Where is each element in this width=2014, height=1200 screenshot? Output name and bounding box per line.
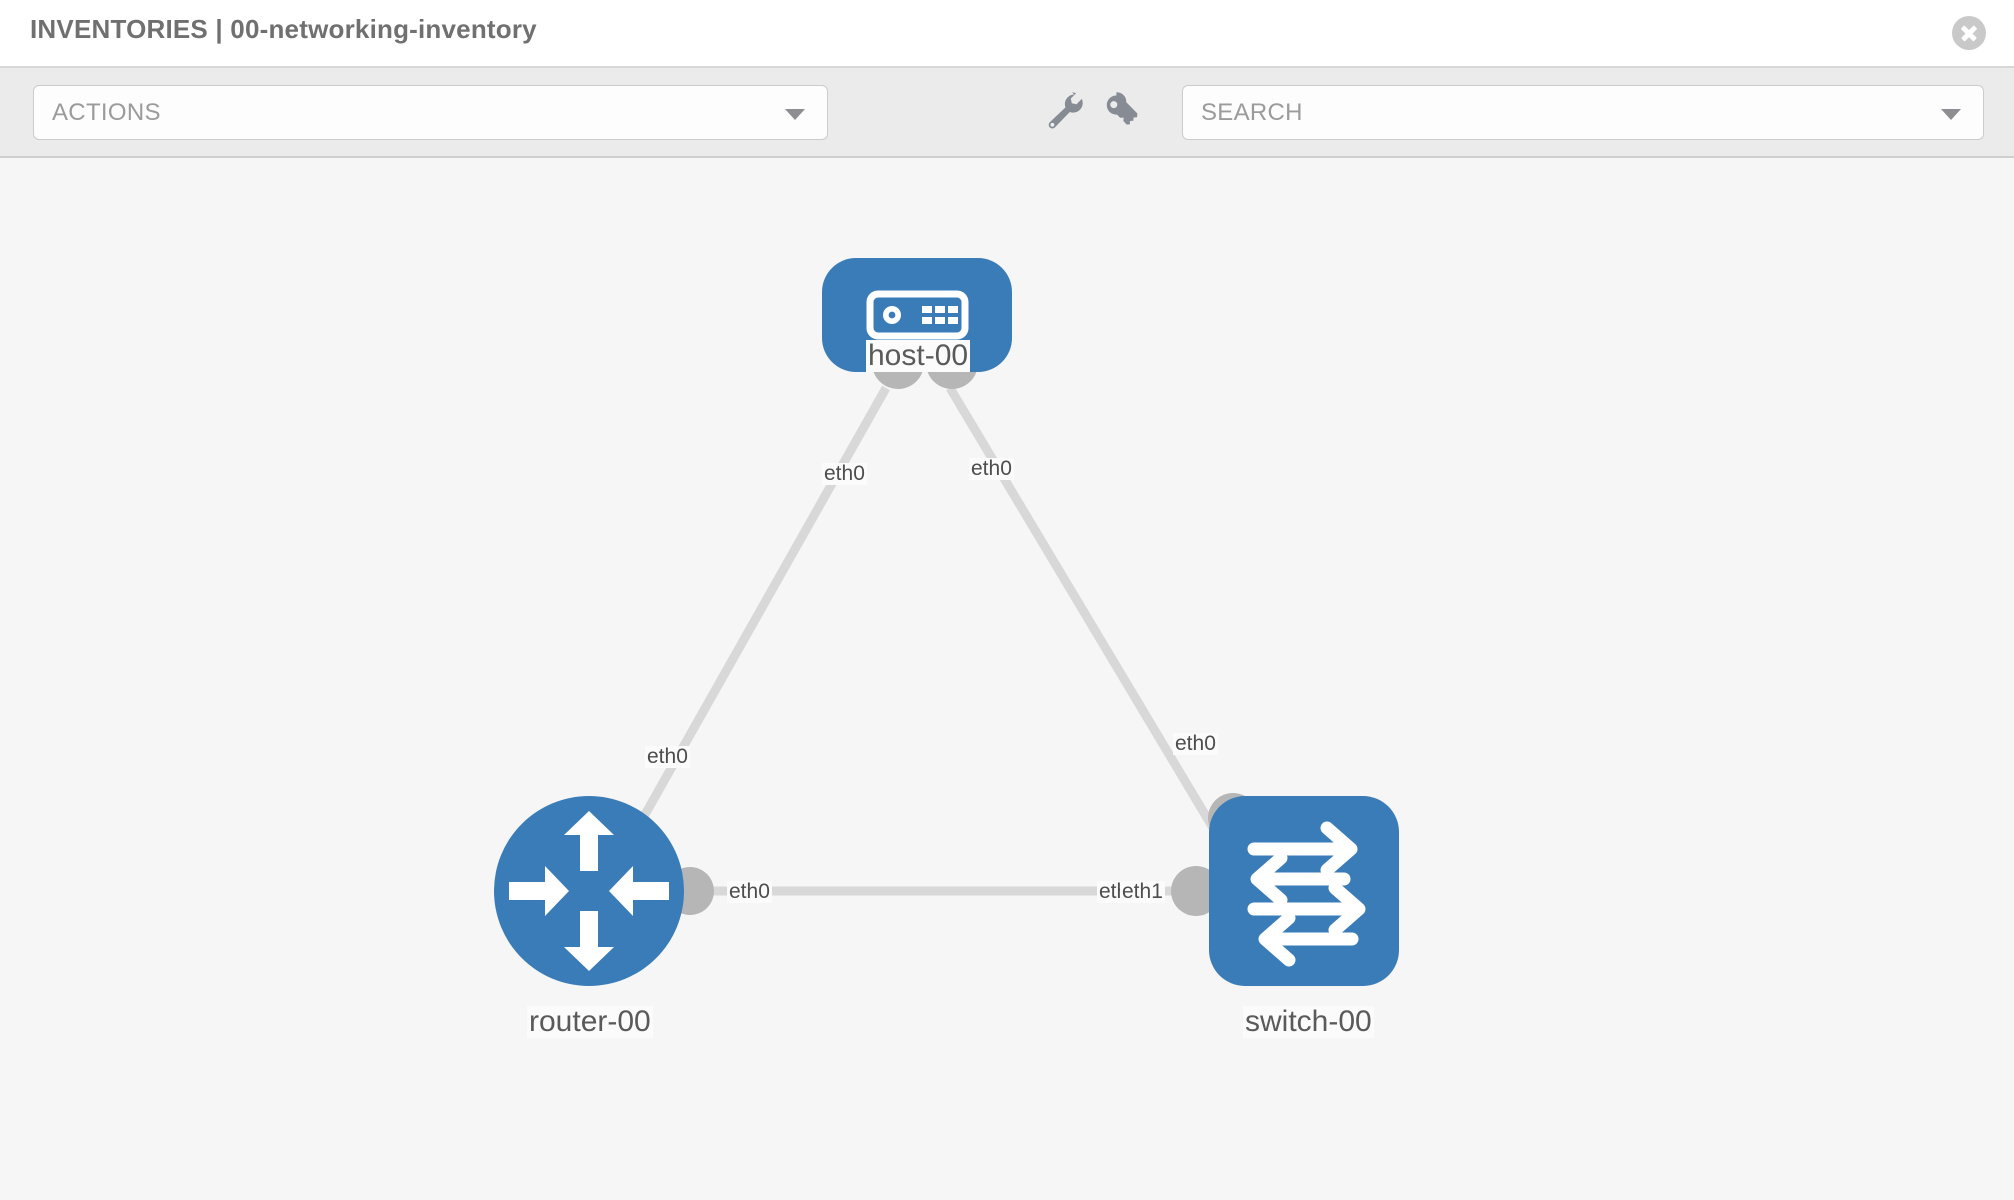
- topology-graph: [494, 258, 1399, 986]
- edge-label-router-top: eth0: [645, 745, 690, 769]
- node-label-router-00: router-00: [527, 1005, 653, 1038]
- key-icon[interactable]: [1098, 88, 1144, 134]
- page-header: INVENTORIES | 00-networking-inventory: [0, 0, 2014, 68]
- node-label-switch-00: switch-00: [1243, 1005, 1374, 1038]
- toolbar: ACTIONS SEARCH: [0, 68, 2014, 158]
- connector-switch-left: [1171, 866, 1221, 916]
- node-label-host-00: host-00: [866, 339, 971, 372]
- edge-label-router-right: eth0: [727, 880, 772, 904]
- actions-dropdown-label: ACTIONS: [52, 99, 161, 126]
- node-router-00: [494, 796, 684, 986]
- page-title: INVENTORIES | 00-networking-inventory: [30, 14, 537, 44]
- node-switch-00: [1209, 796, 1399, 986]
- edge-label-switch-left: eth1: [1120, 880, 1165, 904]
- edge-label-host-left: eth0: [822, 462, 867, 486]
- topology-canvas[interactable]: host-00 router-00 switch-00 eth0 eth0 et…: [0, 158, 2014, 1200]
- search-input[interactable]: SEARCH: [1182, 85, 1984, 140]
- wrench-icon[interactable]: [1040, 88, 1086, 134]
- switch-arrows-icon: [1247, 821, 1366, 967]
- topology-links: [608, 385, 1244, 896]
- search-placeholder: SEARCH: [1201, 99, 1303, 126]
- edge-label-host-right: eth0: [969, 457, 1014, 481]
- actions-dropdown[interactable]: ACTIONS: [33, 85, 828, 140]
- chevron-down-icon: [785, 109, 805, 120]
- edge-label-switch-top: eth0: [1173, 732, 1218, 756]
- close-icon[interactable]: [1952, 16, 1986, 50]
- chevron-down-icon: [1941, 109, 1961, 120]
- link-host-router: [608, 385, 890, 876]
- router-arrows-icon: [509, 811, 669, 971]
- server-icon: [866, 290, 969, 340]
